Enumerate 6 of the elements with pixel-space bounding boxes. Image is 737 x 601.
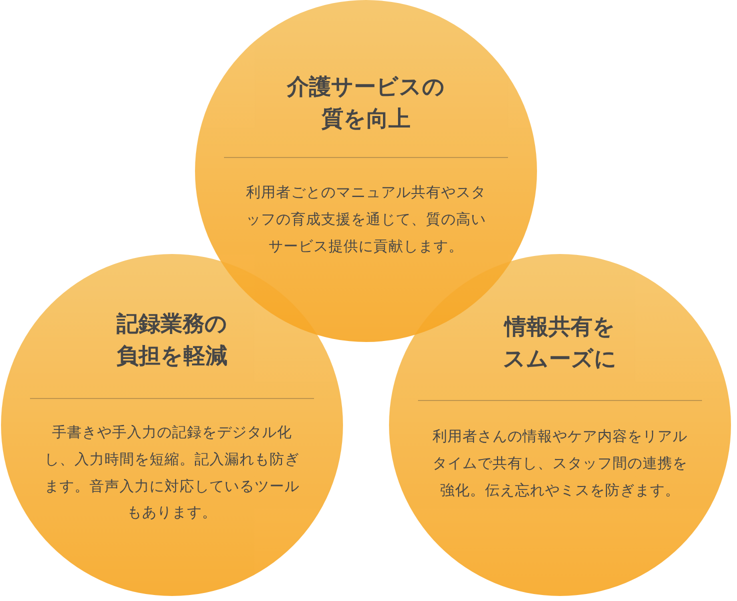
circle-description: 利用者ごとのマニュアル共有やスタッフの育成支援を通じて、質の高いサービス提供に貢献します。: [244, 184, 487, 257]
circle-description: 利用者さんの情報やケア内容をリアルタイムで共有し、スタッフ間の連携を強化。伝え忘れやミスを防ぎます。: [431, 428, 688, 501]
circle-heading: 介護サービスの質を向上: [286, 74, 446, 134]
circle-heading: 情報共有をスムーズに: [502, 314, 618, 374]
circle-heading: 記録業務の負担を軽減: [115, 311, 228, 371]
circle-description: 手書きや手入力の記録をデジタル化し、入力時間を短縮。記入漏れも防ぎます。音声入力に対応しているツールもあります。: [43, 424, 300, 524]
